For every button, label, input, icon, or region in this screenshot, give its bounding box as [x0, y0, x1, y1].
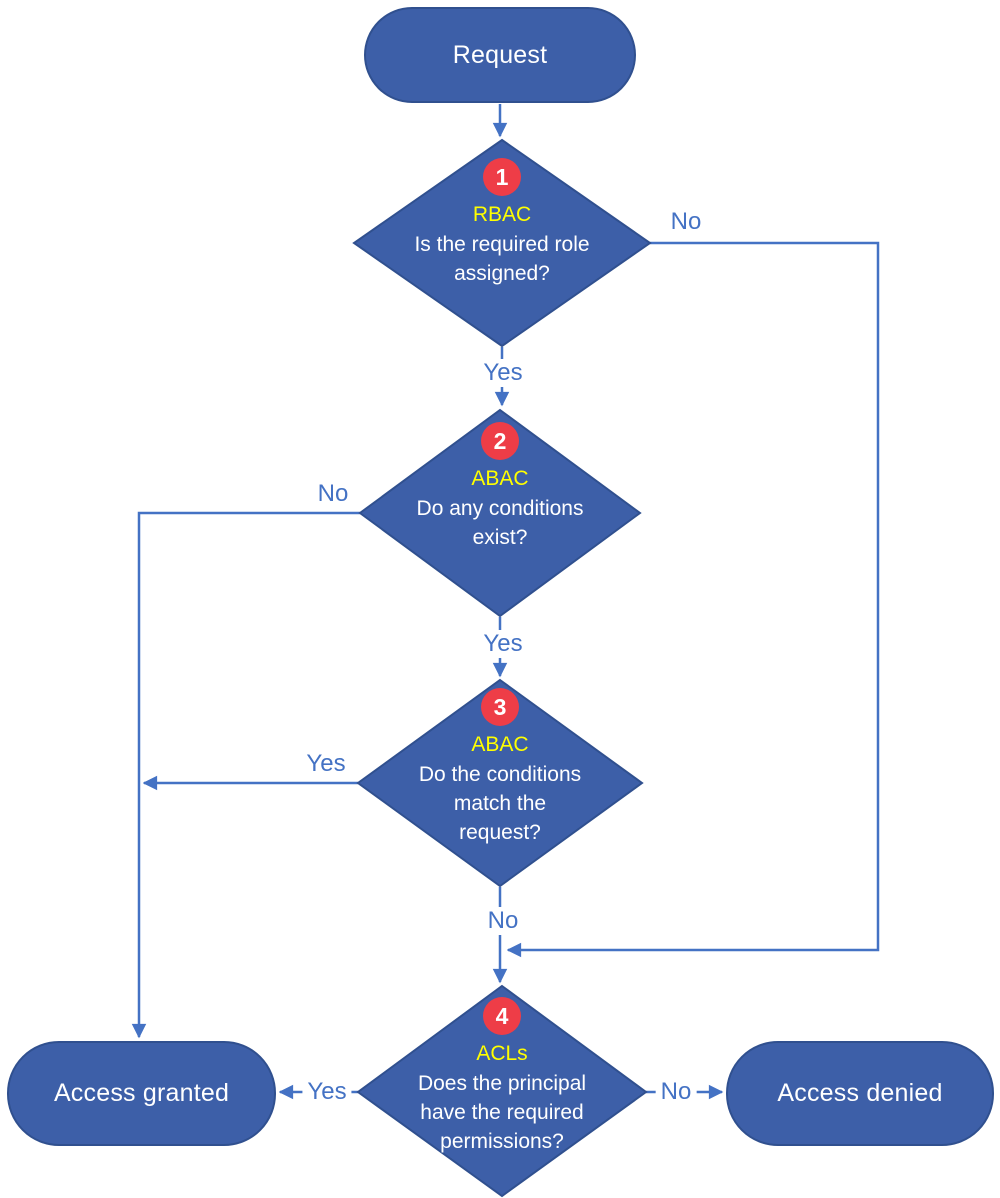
decision-3-abac-shape	[356, 678, 644, 888]
decision-1-rbac-content: 1 RBAC Is the required role assigned?	[352, 158, 652, 288]
edge-label-d2-no: No	[317, 480, 349, 507]
decision-1-question-line: Is the required role	[414, 233, 590, 256]
decision-3-question-line: Do the conditions	[418, 763, 582, 786]
request-node-shape	[364, 7, 636, 103]
decision-4-tag: ACLs	[476, 1042, 528, 1065]
edge-label-d4-no: No	[655, 1078, 697, 1106]
edge-label-d2-yes: Yes	[478, 630, 528, 658]
decision-3-abac-content: 3 ABAC Do the conditions match the reque…	[350, 688, 650, 847]
decision-2-question-line: exist?	[472, 526, 528, 549]
edge-d1-no-to-junction	[508, 241, 880, 950]
decision-3-question-line: match the	[453, 792, 547, 815]
decision-1-question-line: assigned?	[454, 262, 550, 285]
access-granted-node-shape	[7, 1041, 276, 1146]
access-denied-node-label: Access denied	[777, 1079, 943, 1107]
decision-4-question-line: Does the principal	[417, 1072, 587, 1095]
edge-label-d3-yes: Yes	[306, 750, 346, 777]
decision-2-abac-shape	[358, 408, 642, 618]
edge-d2-no-to-granted	[139, 511, 360, 1037]
edge-label-d3-no: No	[482, 907, 524, 935]
edge-label-d4-yes: Yes	[302, 1078, 352, 1106]
decision-3-question-line: request?	[459, 821, 541, 844]
decision-2-tag: ABAC	[471, 467, 529, 490]
decision-3-tag: ABAC	[471, 733, 529, 756]
access-granted-node-label: Access granted	[53, 1079, 230, 1107]
decision-2-abac-content: 2 ABAC Do any conditions exist?	[350, 422, 650, 552]
edge-label-d1-yes: Yes	[478, 359, 528, 387]
step-1-badge: 1	[483, 158, 521, 196]
step-3-badge: 3	[481, 688, 519, 726]
decision-4-acls-shape	[356, 984, 648, 1198]
decision-1-rbac-shape	[352, 138, 652, 348]
decision-2-question-line: Do any conditions	[416, 497, 584, 520]
step-2-badge: 2	[481, 422, 519, 460]
access-denied-node-shape	[726, 1041, 994, 1146]
step-4-badge: 4	[483, 997, 521, 1035]
decision-4-acls-content: 4 ACLs Does the principal have the requi…	[352, 997, 652, 1156]
decision-4-question-line: permissions?	[440, 1130, 564, 1153]
edge-label-d1-no: No	[670, 208, 702, 235]
decision-1-tag: RBAC	[472, 203, 532, 226]
request-node-label: Request	[452, 40, 548, 69]
decision-4-question-line: have the required	[420, 1101, 584, 1124]
